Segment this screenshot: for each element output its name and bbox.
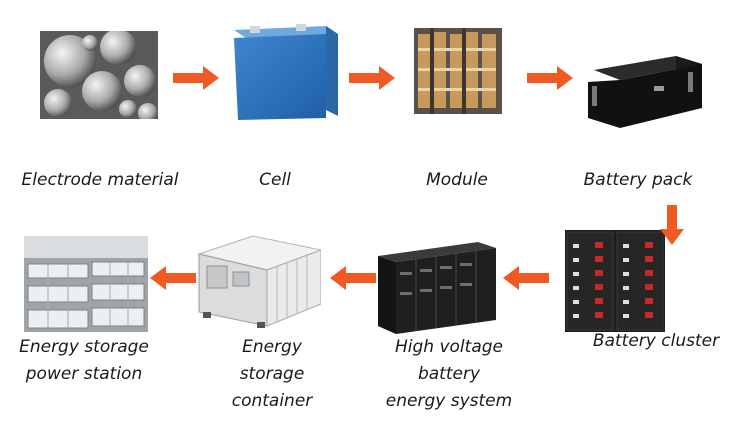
label-line: Battery pack	[583, 170, 693, 190]
label-line: High voltage	[395, 337, 503, 357]
label-line: Energy storage	[19, 337, 149, 357]
label-line: storage	[239, 364, 305, 384]
label-line: power station	[25, 364, 143, 384]
power-station-image	[24, 236, 148, 332]
label-storage-container: Energy storage container	[212, 334, 332, 415]
label-power-station: Energy storage power station	[4, 334, 164, 388]
label-line: Module	[426, 170, 488, 190]
battery-module-icon	[414, 28, 502, 114]
high-voltage-system-image	[378, 240, 496, 334]
arrow-right-icon	[349, 66, 395, 90]
label-module: Module	[402, 167, 512, 194]
battery-pack-image	[584, 52, 704, 134]
battery-cell-image	[226, 20, 344, 124]
label-line: Energy	[242, 337, 302, 357]
arrow-left-icon	[503, 266, 549, 290]
battery-cluster-image	[565, 230, 665, 332]
label-electrode-material: Electrode material	[5, 167, 195, 194]
label-line: Cell	[259, 170, 291, 190]
label-battery-pack: Battery pack	[568, 167, 708, 194]
high-voltage-cabinets-icon	[378, 242, 496, 334]
label-line: energy system	[385, 391, 513, 411]
arrow-left-icon	[330, 266, 376, 290]
label-high-voltage-system: High voltage battery energy system	[374, 334, 524, 415]
arrow-right-icon	[173, 66, 219, 90]
arrow-down-icon	[660, 205, 684, 245]
label-line: container	[231, 391, 313, 411]
power-station-site-icon	[24, 236, 148, 332]
storage-container-image	[193, 232, 323, 328]
electrode-material-micrograph-icon	[40, 29, 158, 123]
battery-module-image	[414, 28, 502, 114]
battery-cell-icon	[234, 24, 338, 120]
label-battery-cluster: Battery cluster	[576, 328, 736, 355]
battery-cluster-icon	[565, 230, 665, 332]
label-line: Battery cluster	[592, 331, 720, 351]
label-cell: Cell	[225, 167, 325, 194]
label-line: Electrode material	[21, 170, 179, 190]
arrow-right-icon	[527, 66, 573, 90]
battery-pack-icon	[588, 56, 702, 128]
label-line: battery	[417, 364, 481, 384]
electrode-material-image	[40, 29, 158, 123]
arrow-left-icon	[150, 266, 196, 290]
storage-container-icon	[197, 235, 323, 328]
